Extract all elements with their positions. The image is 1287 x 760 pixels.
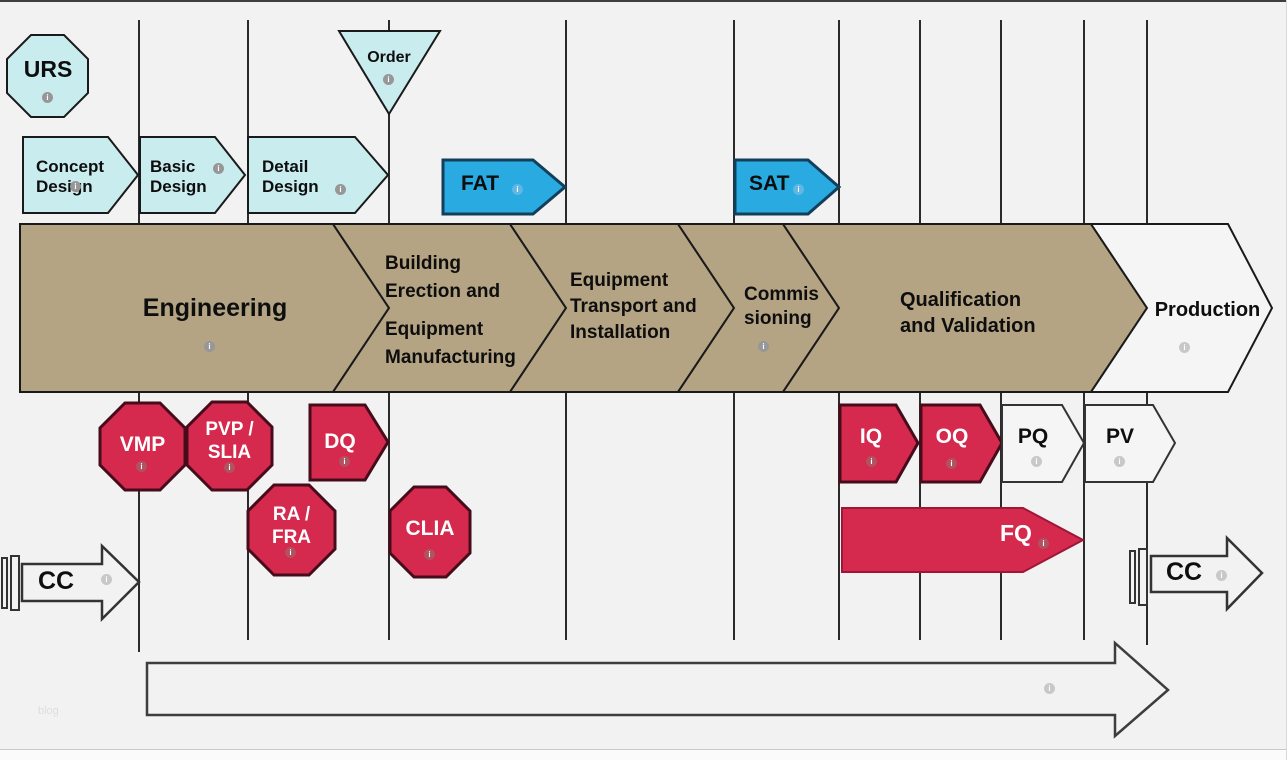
- iq-info-icon[interactable]: i: [866, 456, 877, 467]
- cc-right-info-icon[interactable]: i: [1216, 570, 1227, 581]
- sat-info-icon[interactable]: i: [793, 184, 804, 195]
- cc-right-arrow[interactable]: [1149, 534, 1264, 613]
- oq-info-icon[interactable]: i: [946, 458, 957, 469]
- cc-left-bar: [1, 557, 8, 609]
- production-info-icon[interactable]: i: [1179, 342, 1190, 353]
- top-border: [0, 0, 1286, 2]
- dq-arrow[interactable]: [308, 403, 390, 482]
- cc-left-bar: [10, 555, 20, 611]
- sat-arrow[interactable]: [733, 158, 842, 216]
- fat-info-icon[interactable]: i: [512, 184, 523, 195]
- order-triangle[interactable]: [337, 30, 442, 116]
- commissioning-info-icon[interactable]: i: [758, 341, 769, 352]
- fq-info-icon[interactable]: i: [1038, 538, 1049, 549]
- concept-info-icon[interactable]: i: [70, 181, 81, 192]
- fat-arrow[interactable]: [441, 158, 568, 216]
- clia-octagon[interactable]: [388, 485, 472, 579]
- oq-arrow[interactable]: [919, 403, 1004, 484]
- concept-design-arrow[interactable]: [22, 136, 140, 214]
- ra-fra-octagon[interactable]: [246, 483, 337, 577]
- engineering-info-icon[interactable]: i: [204, 341, 215, 352]
- ra-fra-info-icon[interactable]: i: [285, 547, 296, 558]
- order-info-icon[interactable]: i: [383, 74, 394, 85]
- vmp-info-icon[interactable]: i: [136, 461, 147, 472]
- basic-info-icon[interactable]: i: [213, 163, 224, 174]
- urs-octagon[interactable]: [6, 34, 89, 118]
- basic-design-arrow[interactable]: [139, 136, 247, 214]
- pvp-slia-info-icon[interactable]: i: [224, 462, 235, 473]
- vmp-octagon[interactable]: [98, 401, 187, 492]
- fq-arrow[interactable]: [841, 507, 1086, 573]
- detail-info-icon[interactable]: i: [335, 184, 346, 195]
- dq-info-icon[interactable]: i: [339, 456, 350, 467]
- cc-right-bar: [1129, 550, 1136, 604]
- band-segment-engineering[interactable]: [19, 223, 391, 393]
- timeline-arrow[interactable]: [145, 640, 1170, 739]
- band-segment-production[interactable]: [1089, 223, 1274, 393]
- cc-left-arrow[interactable]: [20, 543, 141, 623]
- timeline-info-icon[interactable]: i: [1044, 683, 1055, 694]
- cc-left-info-icon[interactable]: i: [101, 574, 112, 585]
- detail-design-arrow[interactable]: [247, 136, 390, 214]
- cc-right-bar: [1138, 548, 1148, 606]
- pv-arrow[interactable]: [1084, 404, 1177, 483]
- pq-info-icon[interactable]: i: [1031, 456, 1042, 467]
- pv-info-icon[interactable]: i: [1114, 456, 1125, 467]
- pq-arrow[interactable]: [1001, 404, 1086, 483]
- clia-info-icon[interactable]: i: [424, 549, 435, 560]
- bottom-border: [0, 749, 1286, 760]
- iq-arrow[interactable]: [838, 403, 920, 484]
- urs-info-icon[interactable]: i: [42, 92, 53, 103]
- pvp-slia-octagon[interactable]: [185, 400, 274, 492]
